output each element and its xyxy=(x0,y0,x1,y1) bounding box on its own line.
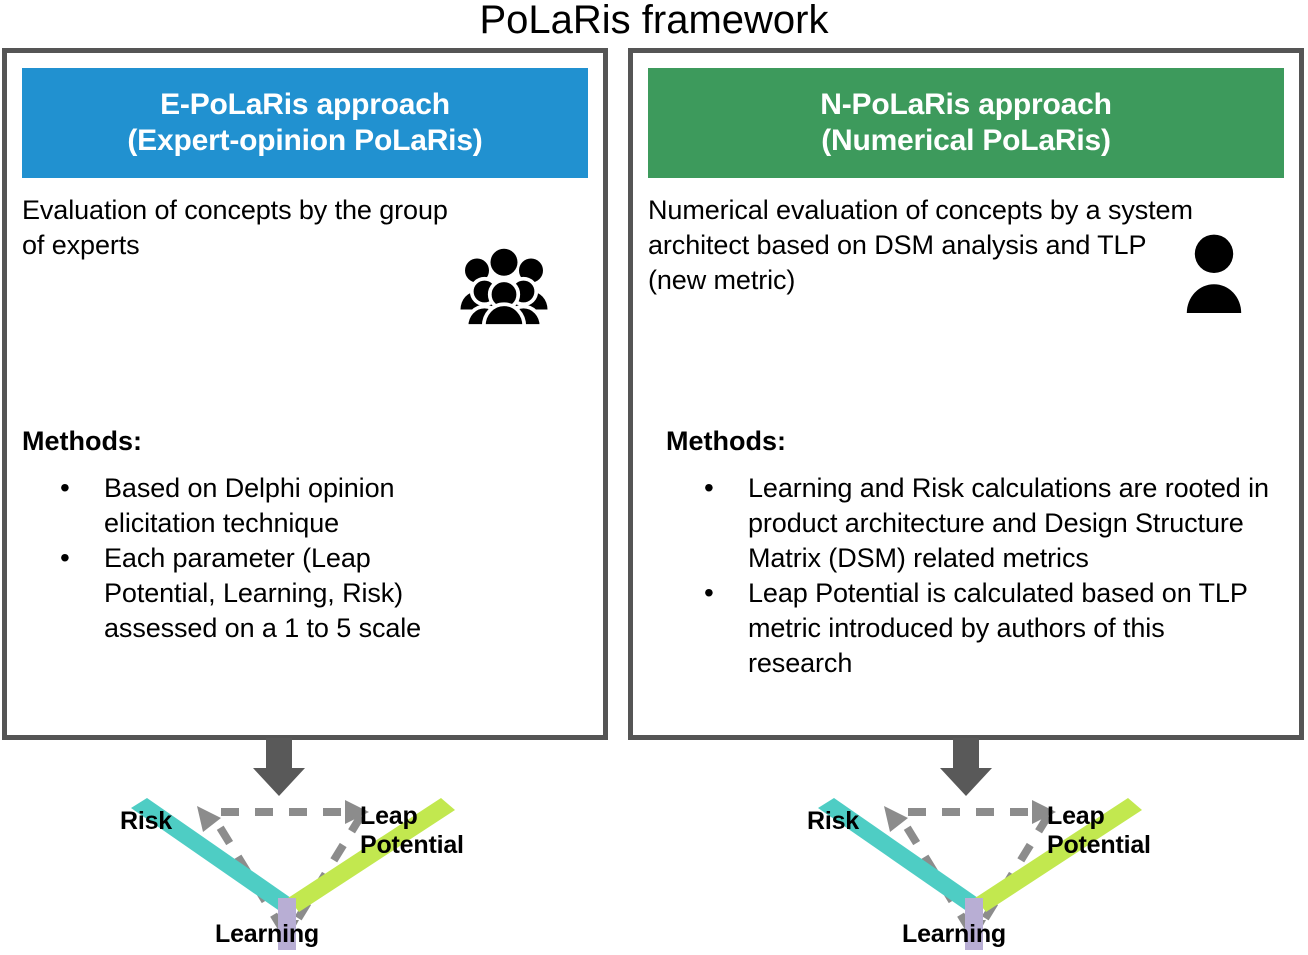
page-title: PoLaRis framework xyxy=(479,0,829,42)
radar-label-learning: Learning xyxy=(215,920,319,948)
panel-header-n-polaris: N-PoLaRis approach (Numerical PoLaRis) xyxy=(648,68,1284,178)
panel-header-line1: N-PoLaRis approach xyxy=(820,88,1112,121)
list-item: Leap Potential is calculated based on TL… xyxy=(696,575,1276,681)
polaris-radar-left: Risk Leap Potential Learning xyxy=(95,780,535,955)
methods-list-e-polaris: Based on Delphi opinion elicitation tech… xyxy=(52,470,457,646)
panel-intro-text: Evaluation of concepts by the group of e… xyxy=(22,195,448,260)
group-of-experts-icon xyxy=(459,248,549,328)
down-arrow-icon-left xyxy=(253,738,305,796)
radar-label-leap-line2: Potential xyxy=(360,831,464,859)
panel-n-polaris: N-PoLaRis approach (Numerical PoLaRis) N… xyxy=(628,48,1304,740)
radar-label-leap-line1: Leap xyxy=(360,802,418,830)
radar-label-risk: Risk xyxy=(120,807,173,835)
panel-header-line2: (Numerical PoLaRis) xyxy=(821,124,1111,157)
radar-label-leap-line1: Leap xyxy=(1047,802,1105,830)
panel-body-e-polaris: Evaluation of concepts by the group of e… xyxy=(22,193,591,727)
radar-label-leap-potential: Leap Potential xyxy=(1047,802,1197,860)
methods-label: Methods: xyxy=(666,426,786,456)
radar-label-risk: Risk xyxy=(807,807,860,835)
panel-header-line2: (Expert-opinion PoLaRis) xyxy=(127,124,483,157)
methods-list-n-polaris: Learning and Risk calculations are roote… xyxy=(696,470,1276,681)
panel-header-line1: E-PoLaRis approach xyxy=(160,88,450,121)
panel-intro-text: Numerical evaluation of concepts by a sy… xyxy=(648,195,1193,295)
list-item: Learning and Risk calculations are roote… xyxy=(696,470,1276,576)
methods-label: Methods: xyxy=(22,426,142,456)
panel-e-polaris: E-PoLaRis approach (Expert-opinion PoLaR… xyxy=(2,48,608,740)
down-arrow-icon-right xyxy=(940,738,992,796)
radar-label-leap-line2: Potential xyxy=(1047,831,1151,859)
radar-label-learning: Learning xyxy=(902,920,1006,948)
radar-label-leap-potential: Leap Potential xyxy=(360,802,510,860)
list-item: Each parameter (Leap Potential, Learning… xyxy=(52,540,457,646)
list-item: Based on Delphi opinion elicitation tech… xyxy=(52,470,457,541)
polaris-radar-right: Risk Leap Potential Learning xyxy=(782,780,1222,955)
single-person-icon xyxy=(1185,233,1243,313)
panel-header-e-polaris: E-PoLaRis approach (Expert-opinion PoLaR… xyxy=(22,68,588,178)
panel-body-n-polaris: Numerical evaluation of concepts by a sy… xyxy=(648,193,1287,727)
